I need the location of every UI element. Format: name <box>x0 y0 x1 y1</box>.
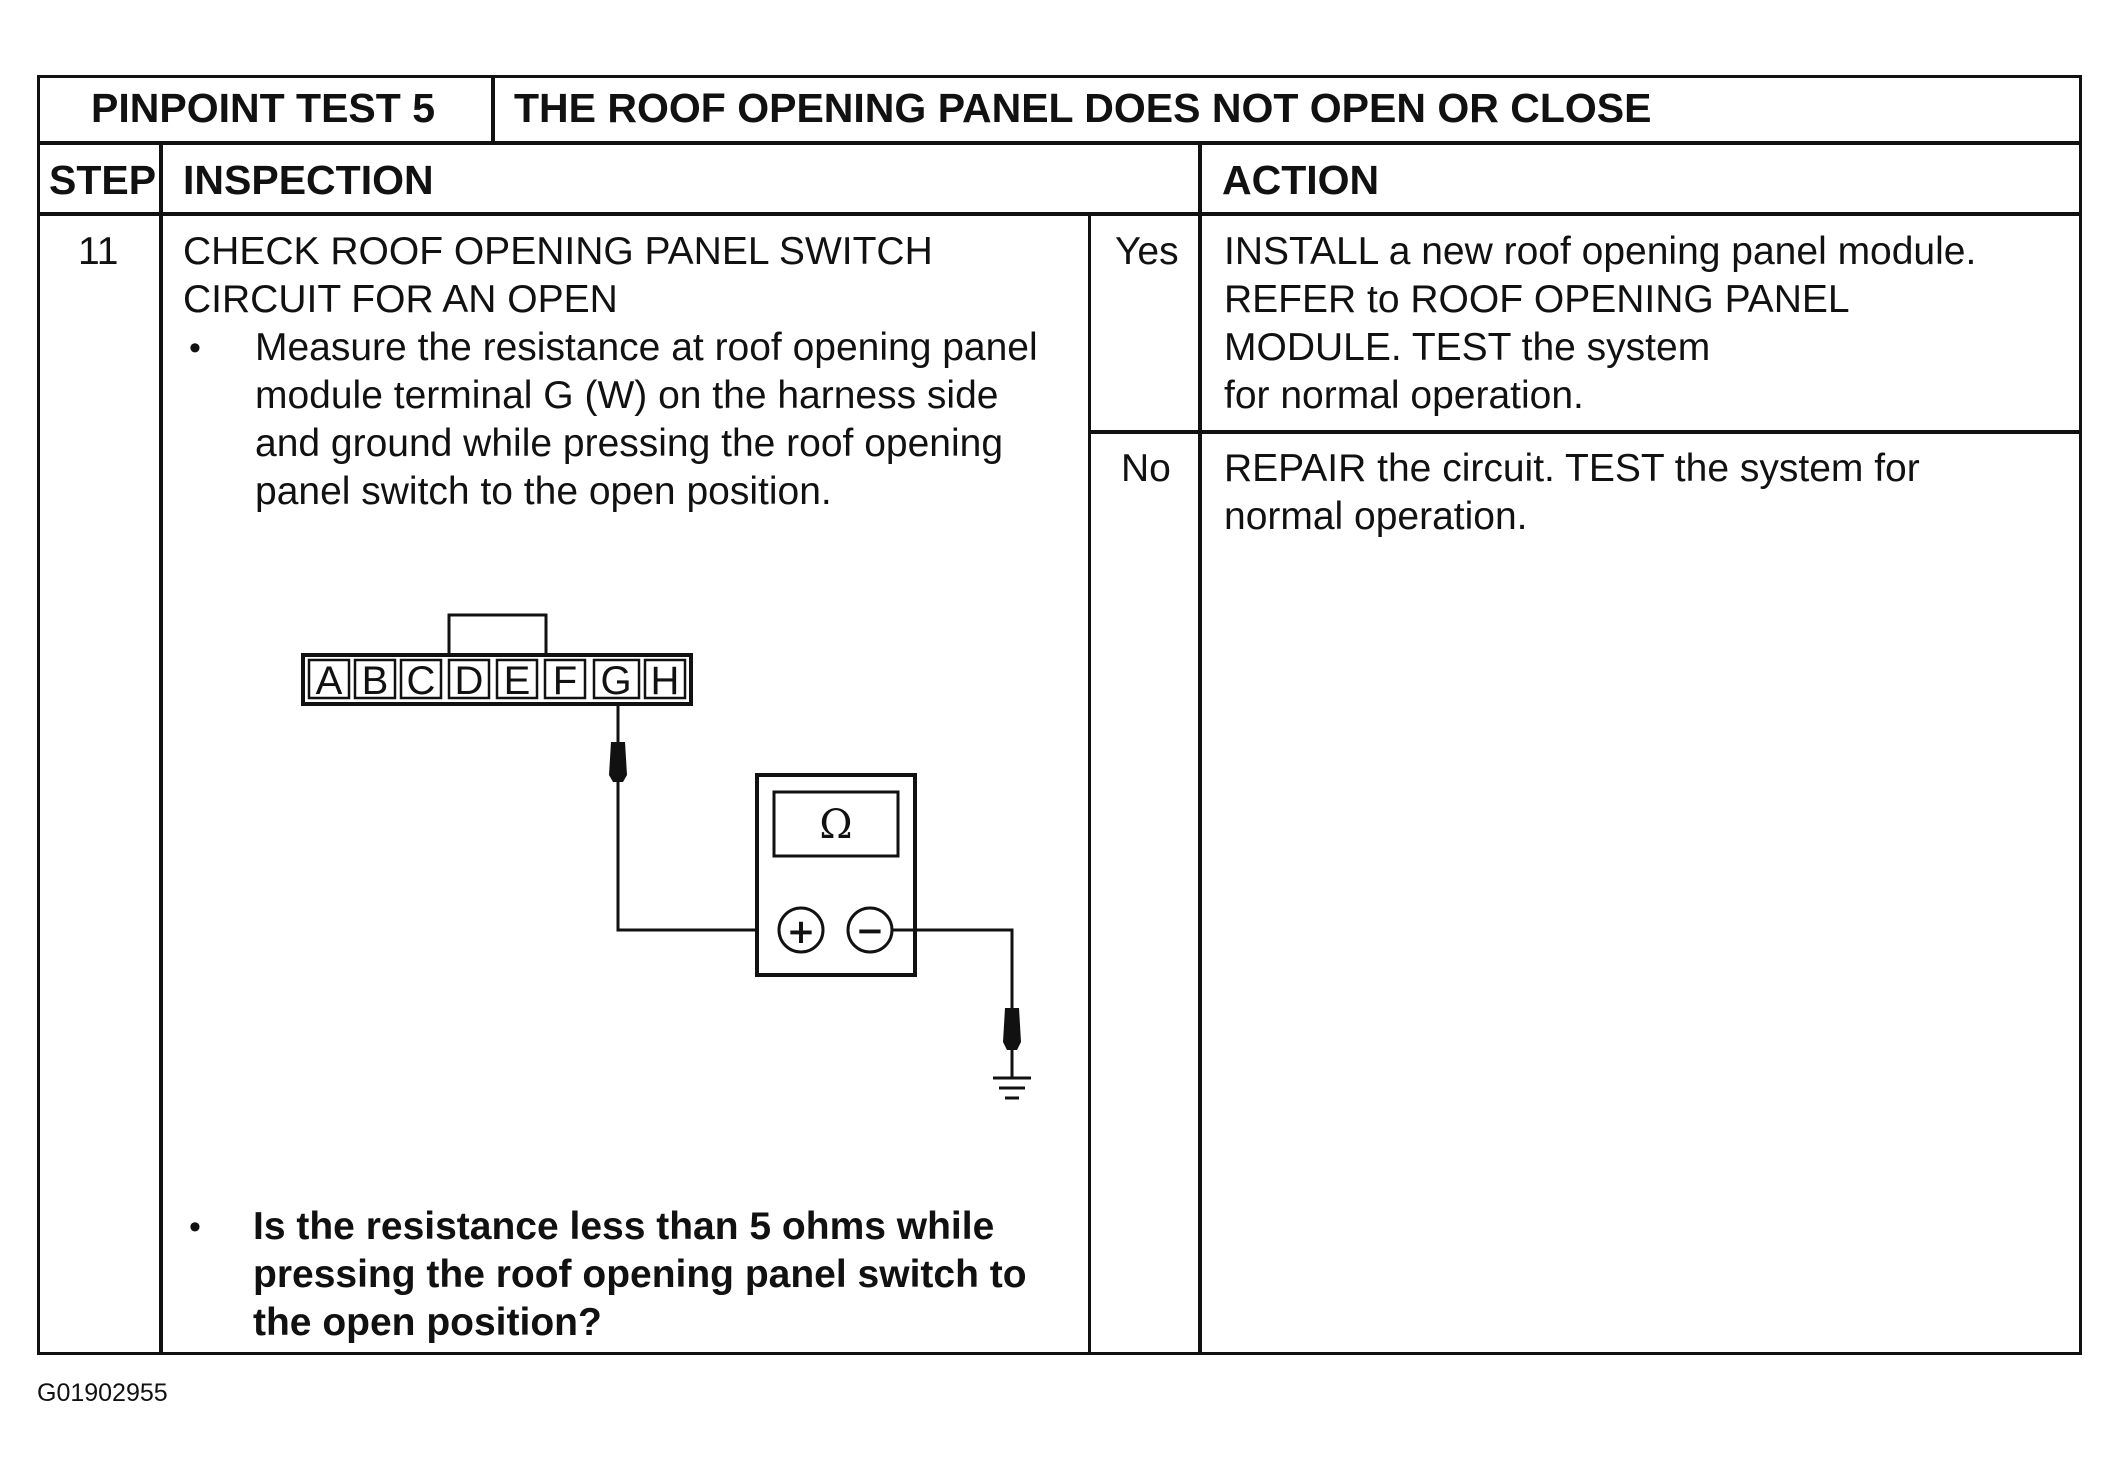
step-number: 11 <box>78 230 119 273</box>
yes-action-line-4: for normal operation. <box>1224 374 1584 417</box>
ohmmeter-display <box>772 790 900 858</box>
positive-lead-wire <box>616 782 780 932</box>
yes-action-line-2: REFER to ROOF OPENING PANEL <box>1224 278 1850 321</box>
connector-pin-h: H <box>643 658 687 703</box>
svg-text:G: G <box>600 659 631 703</box>
connector-pin-b: B <box>353 658 397 703</box>
no-action-line-2: normal operation. <box>1224 495 1528 538</box>
negative-lead-wire <box>892 928 1014 1008</box>
yes-label: Yes <box>1115 230 1179 273</box>
step-column-header: STEP <box>49 157 157 203</box>
ground-symbol-icon <box>993 1076 1031 1100</box>
measure-instruction-line-1: Measure the resistance at roof opening p… <box>255 326 1038 369</box>
connector-lock-tab <box>447 613 548 657</box>
action-column-divider <box>1198 141 1202 1354</box>
step-column-divider <box>159 141 163 1354</box>
inspection-title-line-1: CHECK ROOF OPENING PANEL SWITCH <box>183 230 933 273</box>
inspection-column-header: INSPECTION <box>183 157 434 203</box>
header-divider <box>37 141 2082 145</box>
positive-probe-tip <box>609 742 627 782</box>
yes-action-line-1: INSTALL a new roof opening panel module. <box>1224 230 1977 273</box>
question-line-1: Is the resistance less than 5 ohms while <box>253 1205 995 1248</box>
negative-probe-tip <box>1003 1008 1021 1050</box>
pinpoint-test-title: THE ROOF OPENING PANEL DOES NOT OPEN OR … <box>514 85 1652 131</box>
connector-pin-f: F <box>543 658 587 703</box>
pinpoint-test-label: PINPOINT TEST 5 <box>91 85 435 131</box>
svg-text:C: C <box>407 659 436 703</box>
header-title-divider <box>491 75 495 143</box>
resistance-measurement-diagram: A B C D E F G H Ω + − <box>301 613 1031 1100</box>
measure-instruction-line-4: panel switch to the open position. <box>255 470 832 513</box>
plus-symbol: + <box>787 912 816 952</box>
column-header-divider <box>37 212 2082 216</box>
no-action-line-1: REPAIR the circuit. TEST the system for <box>1224 447 1920 490</box>
connector-pin-d: D <box>447 658 491 703</box>
connector-pin-a: A <box>307 658 351 703</box>
table-left-border <box>37 75 40 1355</box>
yes-no-divider <box>1090 430 2082 434</box>
bullet-marker: • <box>189 1208 201 1246</box>
svg-text:A: A <box>316 659 343 703</box>
positive-terminal-icon <box>777 906 825 954</box>
minus-symbol: − <box>856 911 885 951</box>
measure-instruction-line-3: and ground while pressing the roof openi… <box>255 422 1004 465</box>
connector-pin-row: A B C D E F G H <box>307 658 687 703</box>
svg-text:D: D <box>455 659 484 703</box>
figure-id: G01902955 <box>37 1379 168 1407</box>
ohm-symbol-icon: Ω <box>819 802 852 848</box>
measure-instruction-line-2: module terminal G (W) on the harness sid… <box>255 374 999 417</box>
inspection-title-line-2: CIRCUIT FOR AN OPEN <box>183 278 618 321</box>
answer-column-divider <box>1088 214 1091 1354</box>
connector-pin-c: C <box>399 658 443 703</box>
connector-pin-e: E <box>495 658 539 703</box>
question-line-2: pressing the roof opening panel switch t… <box>253 1253 1027 1296</box>
no-label: No <box>1121 447 1171 490</box>
table-right-border <box>2079 75 2082 1355</box>
bullet-marker: • <box>189 329 201 367</box>
table-bottom-border <box>37 1352 2082 1355</box>
table-top-border <box>37 75 2082 78</box>
action-column-header: ACTION <box>1222 157 1380 203</box>
svg-text:F: F <box>553 659 577 703</box>
yes-action-line-3: MODULE. TEST the system <box>1224 326 1711 369</box>
svg-text:E: E <box>504 659 531 703</box>
connector-pin-g: G <box>592 658 641 703</box>
svg-text:B: B <box>362 659 389 703</box>
svg-text:H: H <box>651 659 680 703</box>
question-line-3: the open position? <box>253 1301 602 1344</box>
